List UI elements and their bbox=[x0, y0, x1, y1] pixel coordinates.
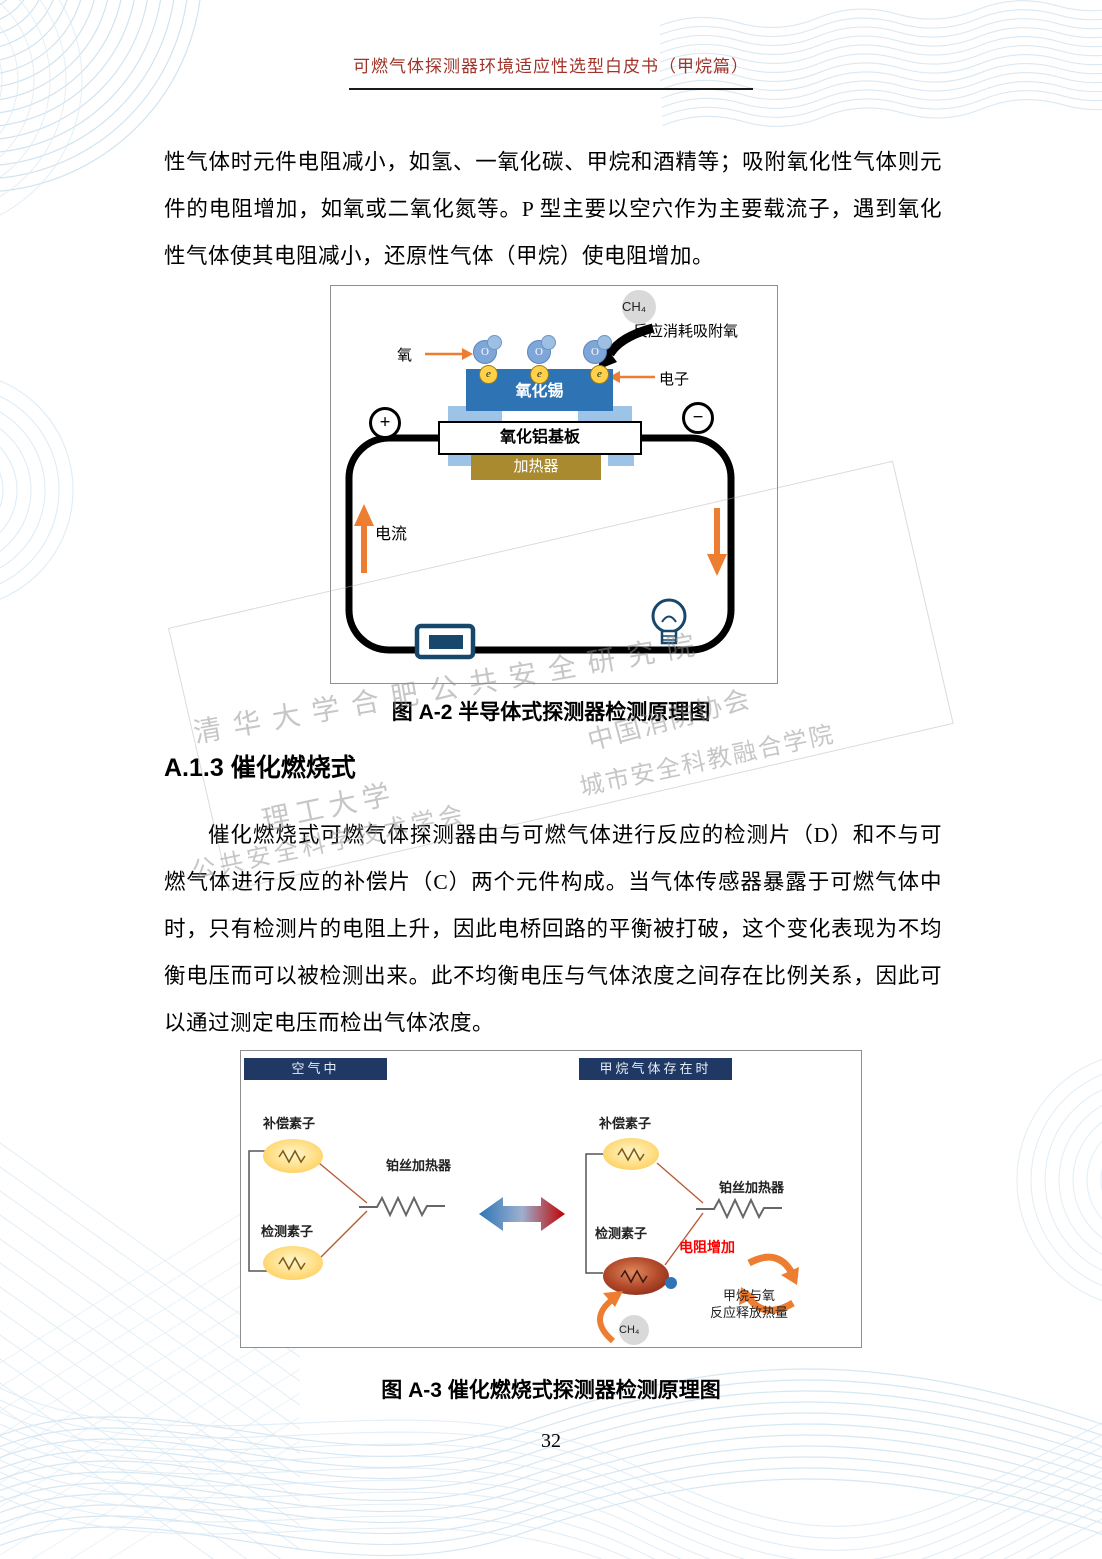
alumina-substrate-box: 氧化铝基板 bbox=[438, 421, 642, 455]
figure-a3: 空气中 甲烷气体存在时 补偿素子 铂丝加热器 检测素子 补偿素子 铂丝加热器 检… bbox=[240, 1050, 862, 1348]
header-rule bbox=[349, 88, 753, 90]
oxygen-dot bbox=[665, 1277, 677, 1289]
section-heading-a13: A.1.3 催化燃烧式 bbox=[164, 754, 356, 782]
current-arrow-up bbox=[354, 504, 374, 573]
electron-symbol: e bbox=[537, 368, 542, 380]
reaction-heat-note: 甲烷与氧 反应释放热量 bbox=[691, 1287, 807, 1321]
minus-terminal: − bbox=[682, 402, 714, 434]
electron-label: 电子 bbox=[659, 371, 690, 388]
plus-terminal: + bbox=[369, 407, 401, 439]
oxygen-atom-symbol: O bbox=[535, 346, 543, 358]
decor-right-mid-waves bbox=[1016, 1058, 1102, 1302]
oxygen-label: 氧 bbox=[397, 347, 413, 364]
oxygen-atom-symbol: O bbox=[481, 346, 489, 358]
lower-pad-left bbox=[448, 454, 474, 466]
reaction-heat-line2: 反应释放热量 bbox=[709, 1305, 788, 1320]
page-number: 32 bbox=[541, 1430, 561, 1452]
heater-box: 加热器 bbox=[471, 455, 601, 480]
detector-right-label: 检测素子 bbox=[595, 1226, 648, 1241]
compensator-left-label: 补偿素子 bbox=[263, 1116, 316, 1131]
decor-left-mid-waves bbox=[0, 380, 74, 600]
electron-symbol: e bbox=[486, 368, 491, 380]
detector-coil-hot bbox=[620, 1269, 648, 1284]
pt-coil-left bbox=[359, 1195, 445, 1218]
oxygen-atom-icon: O bbox=[583, 335, 612, 364]
compensator-right-label: 补偿素子 bbox=[599, 1116, 652, 1131]
ch4-molecule: CH₄ bbox=[622, 290, 656, 324]
electron-icon: e bbox=[479, 365, 498, 384]
electron-arrow bbox=[609, 371, 655, 383]
panel-methane-header: 甲烷气体存在时 bbox=[579, 1058, 732, 1080]
pt-heater-right-label: 铂丝加热器 bbox=[719, 1180, 785, 1195]
page-header-title: 可燃气体探测器环境适应性选型白皮书（甲烷篇） bbox=[353, 57, 749, 76]
battery-icon bbox=[414, 623, 476, 660]
tin-oxide-box: 氧化锡 bbox=[466, 369, 613, 411]
figure-a2: CH₄ 反应消耗吸附氧 氧 电子 O O O 氧化锡 e e e 氧化铝基板 加… bbox=[330, 285, 778, 684]
panel-air-header: 空气中 bbox=[244, 1058, 387, 1080]
oxygen-atom-icon: O bbox=[473, 335, 502, 364]
light-bulb-icon bbox=[651, 598, 687, 645]
body-paragraph-1: 性气体时元件电阻减小，如氢、一氧化碳、甲烷和酒精等；吸附氧化性气体则元件的电阻增… bbox=[164, 150, 942, 268]
current-label: 电流 bbox=[375, 526, 408, 543]
electron-icon: e bbox=[530, 365, 549, 384]
detector-left-label: 检测素子 bbox=[261, 1224, 314, 1239]
reaction-heat-line1: 甲烷与氧 bbox=[722, 1288, 775, 1303]
left-connector-bottom bbox=[318, 1210, 368, 1260]
watermark-line-3: 城市安全科教融合学院 bbox=[577, 720, 838, 802]
ch4-reaction-arrow bbox=[597, 323, 655, 370]
oxygen-atom-icon: O bbox=[527, 335, 556, 364]
figure-a3-caption: 图 A-3 催化燃烧式探测器检测原理图 bbox=[381, 1379, 721, 1402]
left-bridge-bracket bbox=[248, 1150, 271, 1272]
pt-coil-right bbox=[696, 1197, 782, 1220]
figure-a2-caption: 图 A-2 半导体式探测器检测原理图 bbox=[391, 701, 711, 724]
lower-pad-right bbox=[608, 454, 634, 466]
resistance-increase-label: 电阻增加 bbox=[679, 1239, 735, 1255]
ch4-rise-arrow bbox=[597, 1291, 623, 1344]
electron-icon: e bbox=[590, 365, 609, 384]
right-bridge-bracket bbox=[585, 1153, 603, 1274]
detector-element-hot bbox=[603, 1257, 669, 1295]
current-arrow-down bbox=[707, 508, 727, 576]
oxygen-arrow bbox=[425, 348, 473, 360]
reaction-note-label: 反应消耗吸附氧 bbox=[633, 323, 739, 340]
body-paragraph-2: 催化燃烧式可燃气体探测器由与可燃气体进行反应的检测片（D）和不与可燃气体进行反应… bbox=[164, 823, 942, 1035]
pt-heater-left-label: 铂丝加热器 bbox=[386, 1158, 452, 1173]
right-connector-bottom bbox=[664, 1212, 704, 1266]
ch4-molecule-a3: CH₄ bbox=[619, 1315, 649, 1345]
oxygen-atom-symbol: O bbox=[591, 346, 599, 358]
left-connector-top bbox=[318, 1162, 368, 1204]
right-connector-top bbox=[656, 1162, 704, 1204]
heat-cycle-arrows bbox=[739, 1253, 799, 1314]
comparison-arrow bbox=[479, 1197, 565, 1231]
compensator-coil-right bbox=[617, 1147, 645, 1162]
electron-symbol: e bbox=[597, 368, 602, 380]
